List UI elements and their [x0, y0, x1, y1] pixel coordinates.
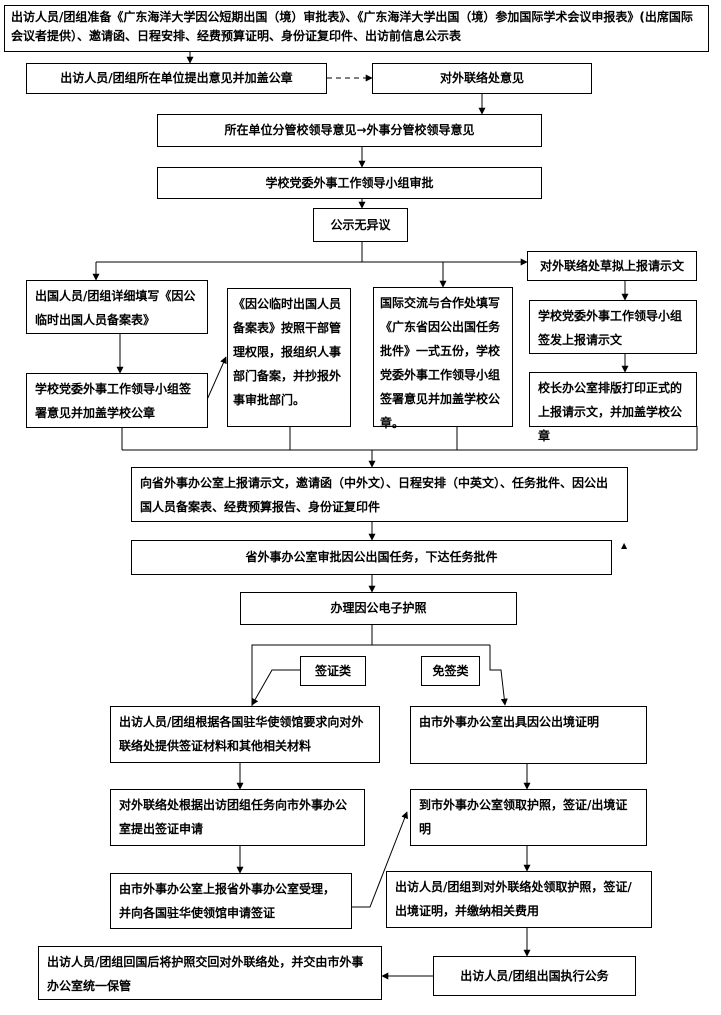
step-sign-request: 学校党委外事工作领导小组签发上报请示文 [529, 300, 697, 354]
step-e-passport: 办理因公电子护照 [240, 592, 517, 625]
step-collect-passport-city: 到市外事办公室领取护照，签证/出境证明 [410, 789, 647, 846]
arrow-exempt-to-20 [489, 645, 508, 706]
step-submit-province: 向省外事办公室上报请示文，邀请函（中外文）、日程安排（中英文）、任务批件、因公出… [131, 467, 628, 522]
branch-visa: 签证类 [300, 656, 366, 686]
step-committee-approval: 学校党委外事工作领导小组审批 [157, 167, 542, 199]
step-city-submit-province: 由市外事办公室上报省外事办公室受理，并向各国驻华使领馆申请签证 [110, 873, 352, 929]
step-liaison-opinion: 对外联络处意见 [372, 63, 592, 94]
triangle-mark-icon: ▲ [621, 541, 628, 550]
step-visa-application: 对外联络处根据出访团组任务向市外事办公室提出签证申请 [110, 789, 365, 846]
step-return-passport: 出访人员/团组回国后将护照交回对外联络处，并交由市外事办公室统一保管 [38, 946, 382, 1000]
step-unit-opinion: 出访人员/团组所在单位提出意见并加盖公章 [26, 63, 327, 94]
step-draft-request: 对外联络处草拟上报请示文 [527, 251, 697, 281]
branch-visa-exempt: 免签类 [421, 656, 480, 686]
step-print-request: 校长办公室排版打印正式的上报请示文，并加盖学校公章 [529, 372, 697, 443]
step-task-approval-form: 国际交流与合作处填写《广东省因公出国任务批件》一式五份，学校党委外事工作领导小组… [373, 287, 513, 430]
step-provide-visa-materials: 出访人员/团组根据各国驻华使领馆要求向对外联络处提供签证材料和其他相关材料 [110, 706, 380, 763]
step-collect-passport-liaison: 出访人员/团组到对外联络处领取护照，签证/出境证明，并缴纳相关费用 [386, 871, 652, 928]
step-exit-certificate: 由市外事办公室出具因公出境证明 [410, 706, 647, 764]
arrow-23-22 [352, 811, 408, 908]
step-leader-opinion: 所在单位分管校领导意见→外事分管校领导意见 [157, 114, 542, 147]
step-province-approval: 省外事办公室审批因公出国任务，下达任务批件 [131, 540, 612, 575]
line-16-split [251, 624, 373, 706]
step-execute-mission: 出访人员/团组出国执行公务 [433, 956, 636, 996]
step-committee-sign: 学校党委外事工作领导小组签署意见并加盖学校公章 [26, 373, 208, 428]
arrow-8-9 [205, 356, 227, 403]
step-prepare-documents: 出访人员/团组准备《广东海洋大学因公短期出国（境）审批表》、《广东海洋大学出国（… [4, 5, 709, 52]
step-public-notice: 公示无异议 [313, 208, 408, 242]
step-record-filing: 《因公临时出国人员备案表》按照干部管理权限，报组织人事部门备案，并抄报外事审批部… [227, 288, 351, 427]
step-fill-record-form: 出国人员/团组详细填写《因公临时出国人员备案表》 [26, 280, 208, 334]
arrow-visa-to-19 [251, 669, 300, 706]
